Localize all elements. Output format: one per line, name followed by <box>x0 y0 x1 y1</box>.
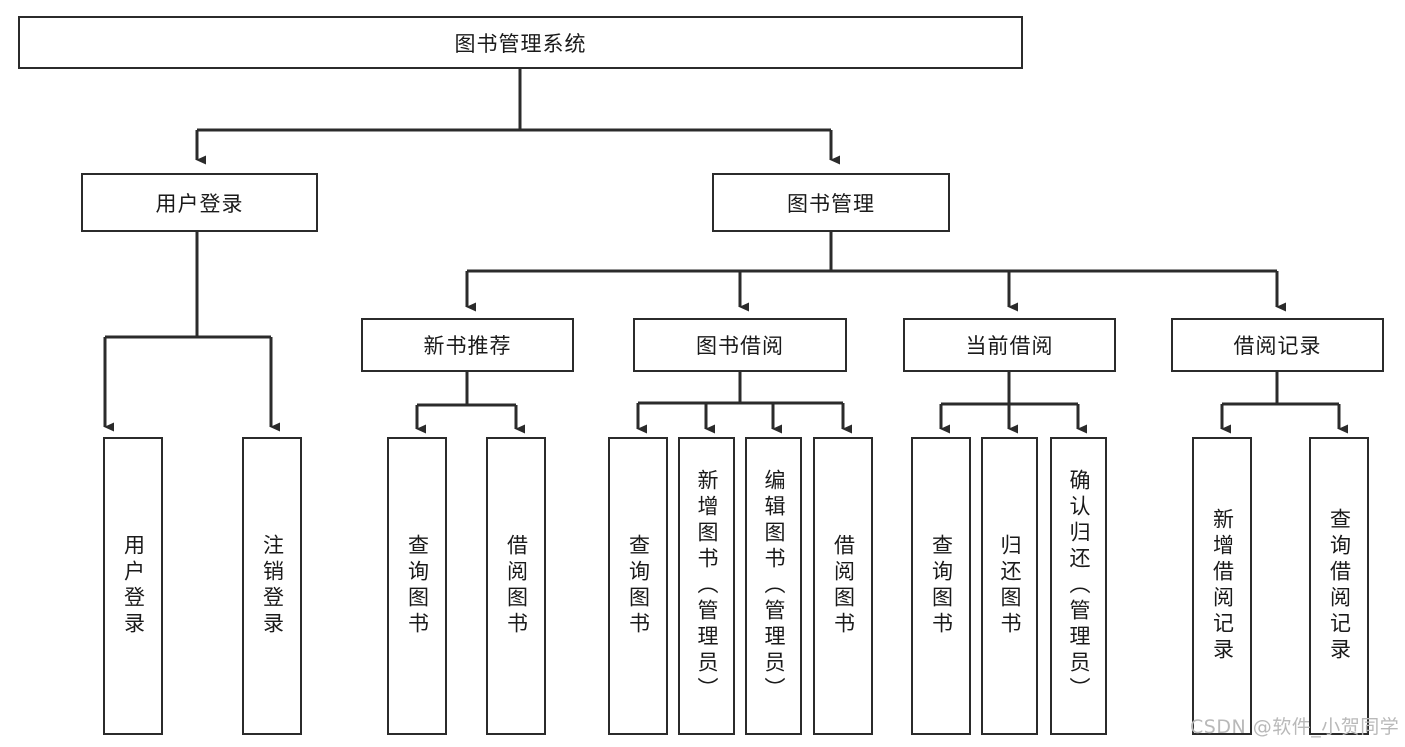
leaf-query-borrow-record[interactable]: 查询借阅记录 <box>1309 437 1369 735</box>
node-label: 用户登录 <box>121 534 146 638</box>
leaf-borrow-book-recommend[interactable]: 借阅图书 <box>486 437 546 735</box>
node-label: 当前借阅 <box>965 334 1054 358</box>
node-label: 借阅图书 <box>504 534 529 638</box>
node-label: 用户登录 <box>155 191 244 216</box>
leaf-query-book-recommend[interactable]: 查询图书 <box>387 437 447 735</box>
node-borrow-record[interactable]: 借阅记录 <box>1171 318 1384 372</box>
node-label: 查询图书 <box>626 534 651 638</box>
leaf-add-borrow-record[interactable]: 新增借阅记录 <box>1192 437 1252 735</box>
node-new-book-recommend[interactable]: 新书推荐 <box>361 318 574 372</box>
leaf-return-book[interactable]: 归还图书 <box>981 437 1038 735</box>
node-book-borrow[interactable]: 图书借阅 <box>633 318 847 372</box>
leaf-confirm-return-admin[interactable]: 确认归还（管理员） <box>1050 437 1107 735</box>
node-label: 查询借阅记录 <box>1327 508 1352 664</box>
node-label: 注销登录 <box>260 534 285 638</box>
node-label: 借阅记录 <box>1233 334 1322 358</box>
leaf-borrow-book[interactable]: 借阅图书 <box>813 437 873 735</box>
node-label: 查询图书 <box>405 534 430 638</box>
node-label: 查询图书 <box>929 534 954 638</box>
node-label: 借阅图书 <box>831 534 856 638</box>
csdn-watermark: CSDN @软件_小贺同学 <box>1190 716 1400 738</box>
leaf-query-book-current[interactable]: 查询图书 <box>911 437 971 735</box>
leaf-query-book-borrow[interactable]: 查询图书 <box>608 437 668 735</box>
leaf-user-login[interactable]: 用户登录 <box>103 437 163 735</box>
node-user-login[interactable]: 用户登录 <box>81 173 318 232</box>
node-label: 图书管理系统 <box>454 31 587 56</box>
node-current-borrow[interactable]: 当前借阅 <box>903 318 1116 372</box>
node-label: 图书管理 <box>787 191 875 216</box>
node-label: 新增借阅记录 <box>1210 508 1235 664</box>
node-label: 归还图书 <box>998 534 1022 638</box>
node-label: 图书借阅 <box>696 334 784 358</box>
leaf-logout[interactable]: 注销登录 <box>242 437 302 735</box>
leaf-add-book-admin[interactable]: 新增图书（管理员） <box>678 437 735 735</box>
node-book-management[interactable]: 图书管理 <box>712 173 950 232</box>
node-label: 确认归还（管理员） <box>1067 469 1091 703</box>
node-root-book-management-system[interactable]: 图书管理系统 <box>18 16 1023 69</box>
node-label: 新增图书（管理员） <box>695 469 719 703</box>
leaf-edit-book-admin[interactable]: 编辑图书（管理员） <box>745 437 802 735</box>
node-label: 编辑图书（管理员） <box>762 469 786 703</box>
node-label: 新书推荐 <box>423 334 512 358</box>
